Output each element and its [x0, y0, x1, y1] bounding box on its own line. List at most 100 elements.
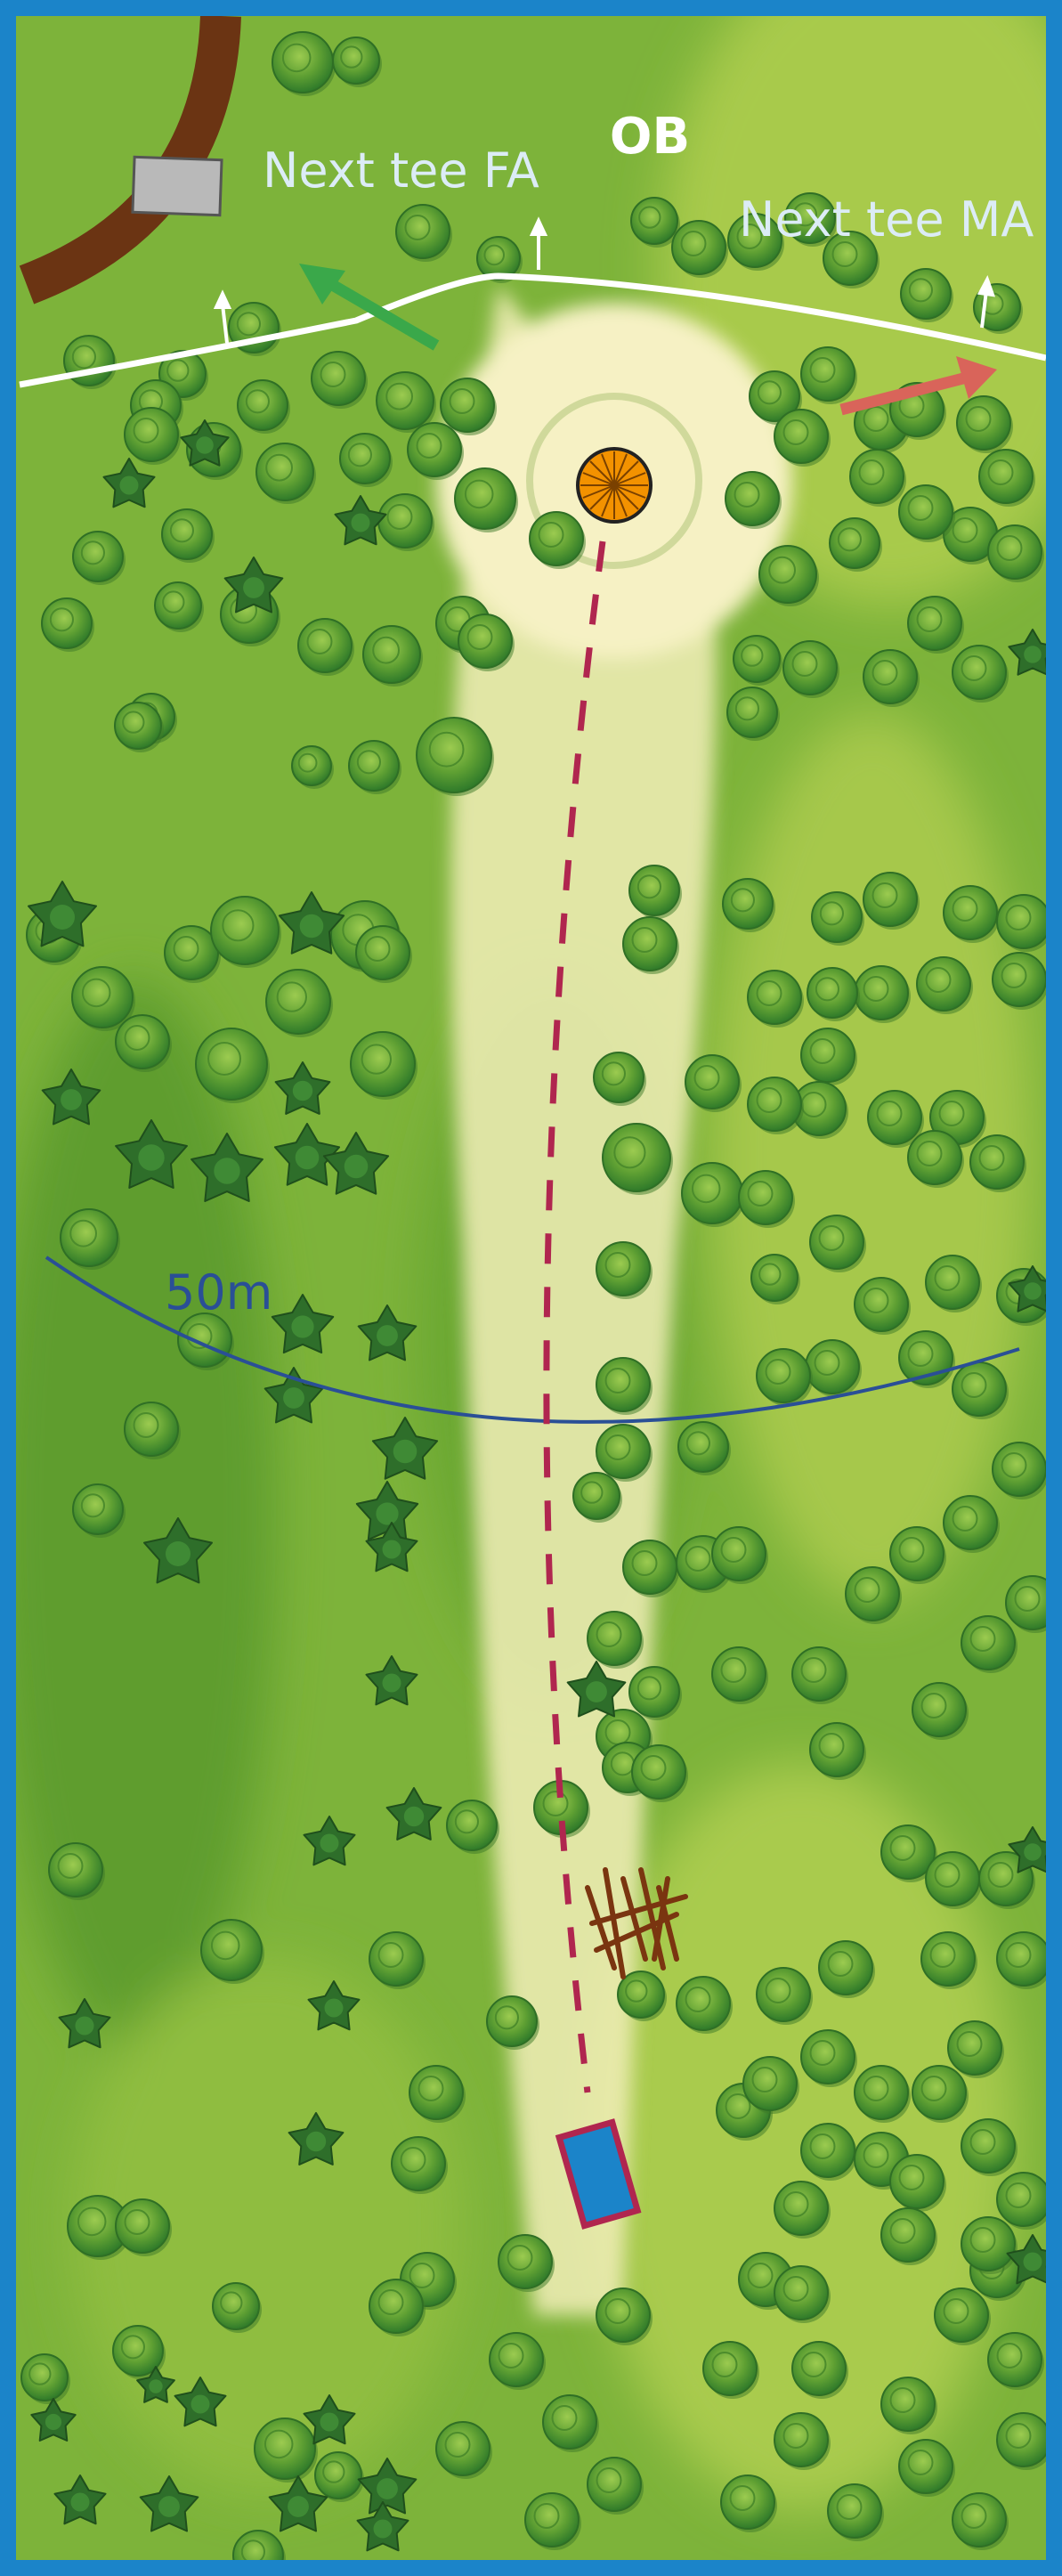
bush-icon: [791, 1081, 848, 1139]
tree-icon: [274, 1061, 331, 1115]
bush-icon: [177, 1312, 234, 1370]
bush-icon: [800, 2123, 857, 2181]
bush-icon: [992, 952, 1046, 1010]
bush-icon: [934, 2288, 991, 2345]
bush-icon: [254, 2418, 318, 2483]
tree-icon: [136, 2366, 175, 2403]
bush-icon: [272, 31, 336, 96]
tree-icon: [28, 881, 97, 947]
bush-icon: [889, 1526, 946, 1584]
bush-icon: [67, 2195, 131, 2260]
bush-icon: [71, 966, 135, 1031]
bush-icon: [912, 1682, 969, 1740]
bush-icon: [774, 2181, 831, 2239]
distance-label: 50m: [165, 1264, 272, 1321]
bush-icon: [602, 1123, 673, 1195]
bush-icon: [297, 618, 354, 676]
bush-icon: [863, 649, 920, 707]
bush-icon: [154, 581, 204, 632]
tree-icon: [385, 1787, 442, 1841]
bush-icon: [596, 1424, 653, 1482]
bush-icon: [593, 1052, 646, 1106]
bush-icon: [854, 965, 911, 1023]
bush-icon: [572, 1472, 622, 1523]
bush-icon: [395, 204, 452, 262]
bush-icon: [542, 2394, 599, 2452]
bush-icon: [952, 2492, 1009, 2550]
bush-icon: [355, 925, 412, 983]
bush-icon: [809, 1215, 866, 1272]
bush-icon: [676, 1976, 733, 2034]
bush-icon: [348, 740, 401, 794]
bush-icon: [726, 687, 780, 741]
bush-icon: [20, 2353, 70, 2404]
bush-icon: [987, 2332, 1044, 2390]
bush-icon: [524, 2492, 581, 2550]
next-tee-fa-label: Next tee FA: [263, 142, 539, 199]
bush-icon: [907, 1130, 964, 1188]
tree-icon: [41, 1069, 101, 1125]
bush-icon: [943, 885, 1000, 943]
bush-icon: [416, 717, 494, 796]
bush-icon: [818, 1940, 875, 1998]
tree-icon: [566, 1661, 627, 1718]
bush-icon: [115, 2198, 172, 2256]
tree-icon: [115, 1119, 188, 1189]
bush-icon: [112, 2325, 166, 2379]
bush-icon: [631, 1744, 688, 1802]
bush-icon: [738, 1170, 795, 1228]
bush-icon: [809, 1722, 866, 1780]
next-tee-ma-arrow-icon: [839, 356, 997, 416]
bush-icon: [237, 379, 290, 434]
tree-icon: [58, 1998, 111, 2049]
bush-icon: [587, 2457, 644, 2515]
bush-icon: [458, 614, 515, 671]
bush-icon: [124, 1402, 181, 1459]
tree-icon: [278, 891, 345, 955]
green-ring: [526, 393, 702, 569]
bush-icon: [440, 378, 497, 435]
bush-icon: [446, 1800, 499, 1854]
bush-icon: [996, 894, 1046, 952]
bush-icon: [952, 645, 1009, 703]
bush-icon: [498, 2234, 555, 2292]
bush-icon: [925, 1255, 982, 1312]
bush-icon: [742, 2056, 799, 2114]
tree-icon: [288, 2112, 345, 2166]
bush-icon: [677, 1421, 731, 1475]
tree-icon: [180, 419, 230, 467]
bush-icon: [711, 1526, 768, 1584]
bush-icon: [369, 2279, 426, 2336]
bush-icon: [622, 1540, 679, 1597]
bush-icon: [291, 745, 334, 789]
brush-pile-icon: [585, 1867, 688, 1979]
ob-side-arrows: [213, 216, 995, 344]
tree-icon: [191, 1133, 263, 1202]
bush-icon: [596, 2288, 653, 2345]
bush-icon: [920, 1931, 977, 1989]
bush-icon: [587, 1611, 644, 1669]
bush-icon: [747, 1077, 804, 1134]
bush-icon: [898, 2439, 955, 2497]
bush-icon: [630, 197, 680, 248]
bush-icon: [880, 1824, 937, 1882]
bush-icon: [961, 1615, 1017, 1673]
bush-icon: [486, 1995, 539, 2050]
tree-icon: [268, 2475, 328, 2532]
bush-icon: [529, 511, 586, 569]
bush-icon: [314, 2451, 364, 2502]
bush-icon: [805, 1339, 862, 1397]
bush-icon: [435, 2421, 492, 2479]
next-tee-ma-label: Next tee MA: [739, 191, 1034, 248]
bush-icon: [952, 1361, 1009, 1419]
tree-icon: [223, 557, 284, 614]
hole-map-svg: OB Next tee FA Next tee MA 50m: [16, 16, 1046, 2560]
bush-icon: [48, 1842, 105, 1900]
ob-line: [19, 272, 1046, 388]
bush-icon: [362, 625, 423, 687]
bush-icon: [476, 236, 523, 283]
basket-icon: [576, 447, 653, 524]
tree-icon: [307, 1980, 361, 2031]
bush-icon: [912, 2065, 969, 2123]
